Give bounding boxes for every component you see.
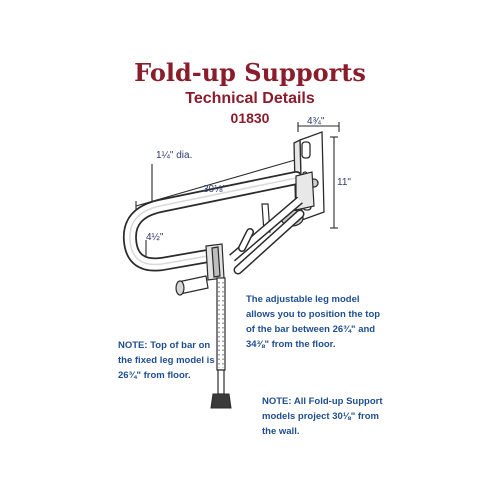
plate-height-label: 11" [337, 177, 351, 188]
page-title: Fold-up Supports [134, 58, 366, 87]
projection-note: NOTE: All Fold-up Support models project… [262, 396, 383, 437]
support-arm [233, 209, 305, 275]
bar-length-dimension-line [135, 159, 296, 207]
adjustable-leg [210, 277, 232, 409]
adjustable-leg-note: The adjustable leg model allows you to p… [246, 294, 381, 350]
model-number: 01830 [230, 110, 270, 126]
bar-length-label: 30⅛" [203, 184, 227, 195]
page-subtitle: Technical Details [185, 90, 315, 107]
bar-end-stub [175, 275, 209, 296]
plate-width-label: 4¾" [307, 116, 325, 127]
bar-spacing-label: 4½" [146, 232, 164, 243]
fixed-leg-note: NOTE: Top of bar on the fixed leg model … [118, 340, 215, 381]
grab-bar [122, 171, 303, 272]
bar-diameter-label: 1¼" dia. [156, 150, 193, 161]
leg-clamp [205, 243, 225, 281]
